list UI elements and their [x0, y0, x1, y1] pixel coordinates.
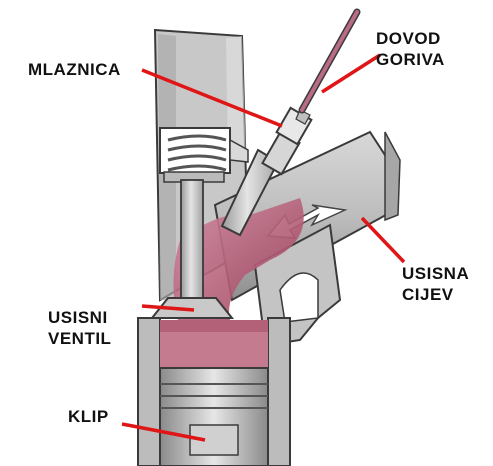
pointer-usisna-cijev	[362, 218, 404, 262]
label-klip-text: KLIP	[68, 406, 109, 427]
label-usisna-line2: CIJEV	[402, 284, 469, 305]
label-usisni-line2: VENTIL	[48, 328, 111, 349]
label-dovod-line2: GORIVA	[376, 49, 445, 70]
label-usisni-ventil: USISNI VENTIL	[48, 307, 111, 349]
label-usisna-line1: USISNA	[402, 263, 469, 284]
label-usisni-line1: USISNI	[48, 307, 111, 328]
label-mlaznica: MLAZNICA	[28, 59, 121, 80]
piston	[160, 368, 268, 466]
fuel-line	[302, 12, 357, 110]
label-dovod-line1: DOVOD	[376, 28, 445, 49]
label-usisna-cijev: USISNA CIJEV	[402, 263, 469, 305]
combustion-chamber	[160, 320, 268, 368]
label-mlaznica-text: MLAZNICA	[28, 59, 121, 80]
label-klip: KLIP	[68, 406, 109, 427]
label-dovod-goriva: DOVOD GORIVA	[376, 28, 445, 70]
